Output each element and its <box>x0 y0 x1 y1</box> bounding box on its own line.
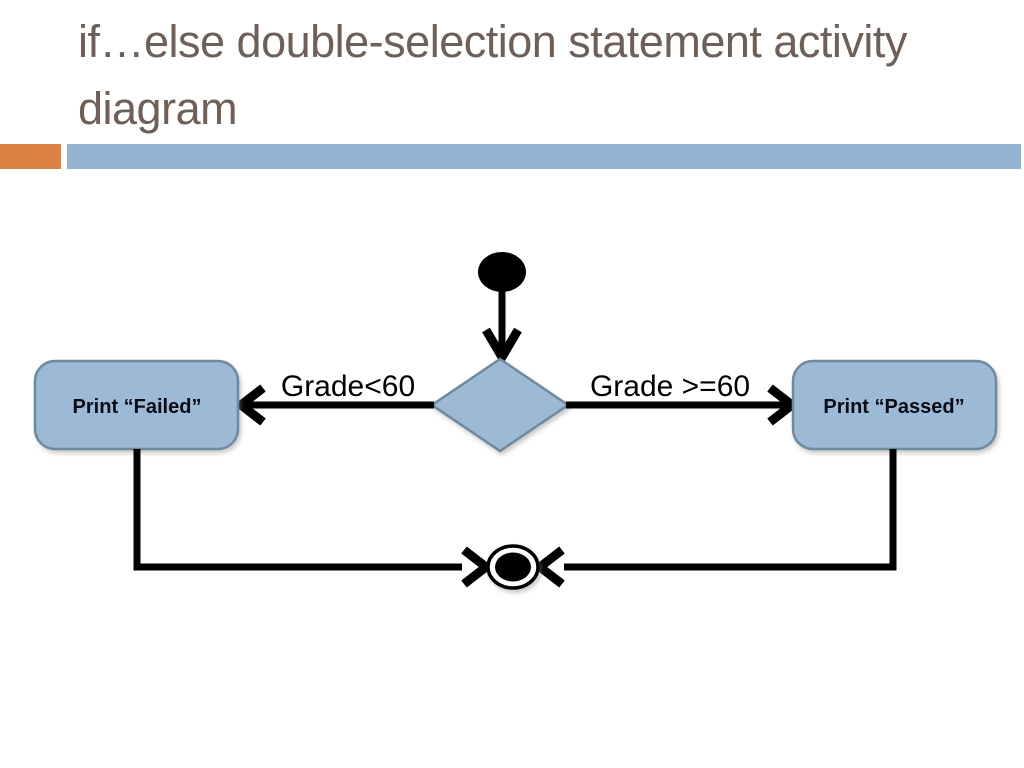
edge-failed-to-final <box>133 449 462 571</box>
initial-state-node <box>478 252 526 292</box>
arrowhead-down-icon <box>482 327 522 366</box>
orange-accent-block <box>0 144 61 169</box>
arrowhead-right-icon <box>461 546 494 588</box>
arrowhead-left-icon <box>532 546 565 588</box>
condition-label-right: Grade >=60 <box>590 370 750 403</box>
action-label-passed: Print “Passed” <box>823 396 964 418</box>
decision-diamond <box>429 357 571 453</box>
arrowhead-left-icon <box>233 384 266 426</box>
condition-label-left: Grade<60 <box>281 370 415 403</box>
blue-accent-bar <box>67 144 1021 169</box>
action-label-failed: Print “Failed” <box>73 396 202 418</box>
edge-passed-to-final <box>564 449 897 571</box>
slide-title: if…else double-selection statement activ… <box>78 16 907 134</box>
final-state-node <box>486 544 540 590</box>
